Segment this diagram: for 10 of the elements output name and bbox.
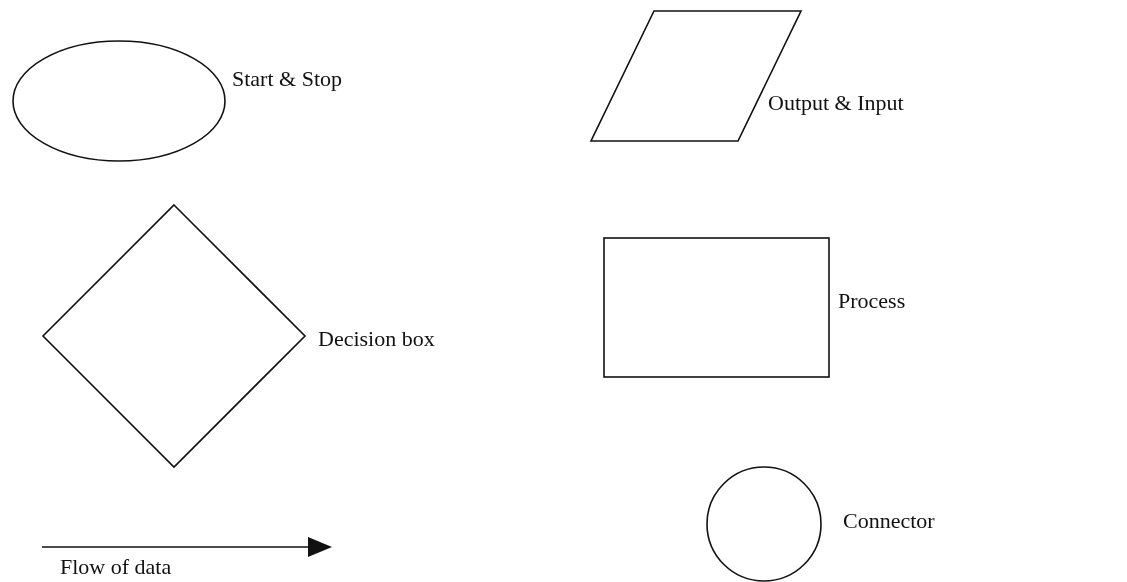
symbol-label: Process — [838, 288, 906, 314]
decision-diamond — [42, 204, 306, 468]
terminal-ellipse — [12, 40, 226, 162]
symbol-label: Output & Input — [768, 90, 904, 116]
symbol-label: Decision box — [318, 326, 435, 352]
process-box — [603, 237, 830, 378]
symbol-label: Start & Stop — [232, 66, 342, 92]
symbol-label: Connector — [843, 508, 935, 534]
symbol-label: Flow of data — [60, 556, 172, 578]
connector-circle — [706, 466, 822, 582]
